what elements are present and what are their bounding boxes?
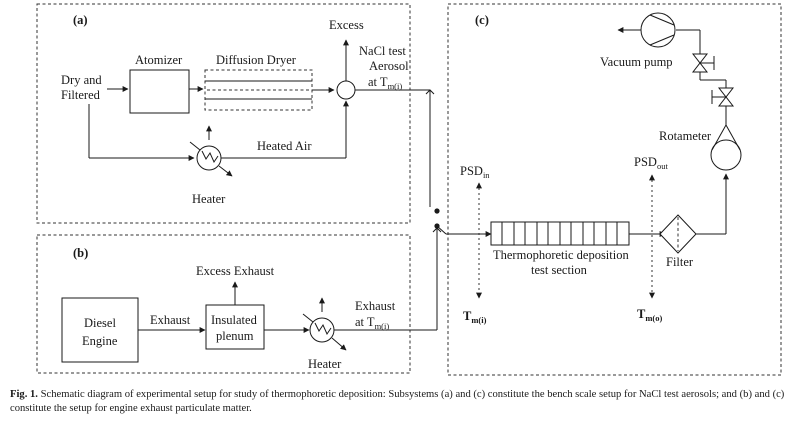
panel-b-label: (b): [73, 246, 88, 260]
panel-b-frame: [36, 234, 411, 374]
panel-a-frame: [36, 3, 411, 224]
exhaust-right-label: Exhaust: [355, 299, 396, 313]
diesel-engine-box: [61, 297, 139, 363]
three-way-valve: [434, 208, 492, 237]
atomizer-label: Atomizer: [135, 53, 183, 67]
panel-c: PSDin Tm(i) Thermophoretic deposition te…: [460, 12, 742, 325]
section-label-1: Thermophoretic deposition: [493, 248, 629, 262]
excess-exhaust-label: Excess Exhaust: [196, 264, 275, 278]
nacl-label-1: NaCl test: [359, 44, 406, 58]
section-label-2: test section: [531, 263, 588, 277]
filter-label: Filter: [666, 255, 694, 269]
heater-b-coil: [309, 317, 335, 343]
insulated-label-2: plenum: [216, 329, 254, 343]
diesel-label-1: Diesel: [84, 316, 116, 330]
vacuum-pump-label: Vacuum pump: [600, 55, 673, 69]
heater-a-coil: [196, 145, 222, 171]
diesel-label-2: Engine: [82, 334, 118, 348]
nacl-label-2: Aerosol: [369, 59, 409, 73]
dry-filtered-label: Dry and: [61, 73, 102, 87]
setup-schematic: (a) (b) (c) Dry and Filtered Atomizer Di…: [36, 3, 782, 376]
diffusion-dryer-label: Diffusion Dryer: [216, 53, 297, 67]
panel-a: Dry and Filtered Atomizer Diffusion Drye…: [61, 18, 435, 207]
heated-air-label: Heated Air: [257, 139, 312, 153]
rotameter-label: Rotameter: [659, 129, 712, 143]
rotameter-symbol: [710, 139, 742, 171]
panel-c-frame: [447, 3, 782, 376]
panel-c-label: (c): [475, 13, 489, 27]
nacl-temp-label: at Tm(i): [368, 75, 402, 91]
heater-a-label: Heater: [192, 192, 226, 206]
heater-b-label: Heater: [308, 357, 342, 371]
caption-text: Schematic diagram of experimental setup …: [10, 389, 785, 414]
psd-in-label: PSDin: [460, 164, 490, 180]
panel-b: Diesel Engine Exhaust Insulated plenum E…: [61, 227, 442, 371]
insulated-label-1: Insulated: [211, 313, 258, 327]
dry-filtered-label-2: Filtered: [61, 88, 101, 102]
exhaust-label: Exhaust: [150, 313, 191, 327]
atomizer-box: [129, 69, 190, 114]
figure-caption: Fig. 1. Schematic diagram of experimenta…: [10, 388, 785, 415]
excess-label: Excess: [329, 18, 364, 32]
t-in-label: Tm(i): [463, 309, 487, 325]
mixing-junction-a: [336, 80, 356, 100]
caption-fig-label: Fig. 1.: [10, 389, 38, 400]
t-out-label: Tm(o): [637, 307, 663, 323]
exhaust-temp-label: at Tm(i): [355, 315, 389, 331]
panel-a-label: (a): [73, 13, 88, 27]
psd-out-label: PSDout: [634, 155, 668, 171]
